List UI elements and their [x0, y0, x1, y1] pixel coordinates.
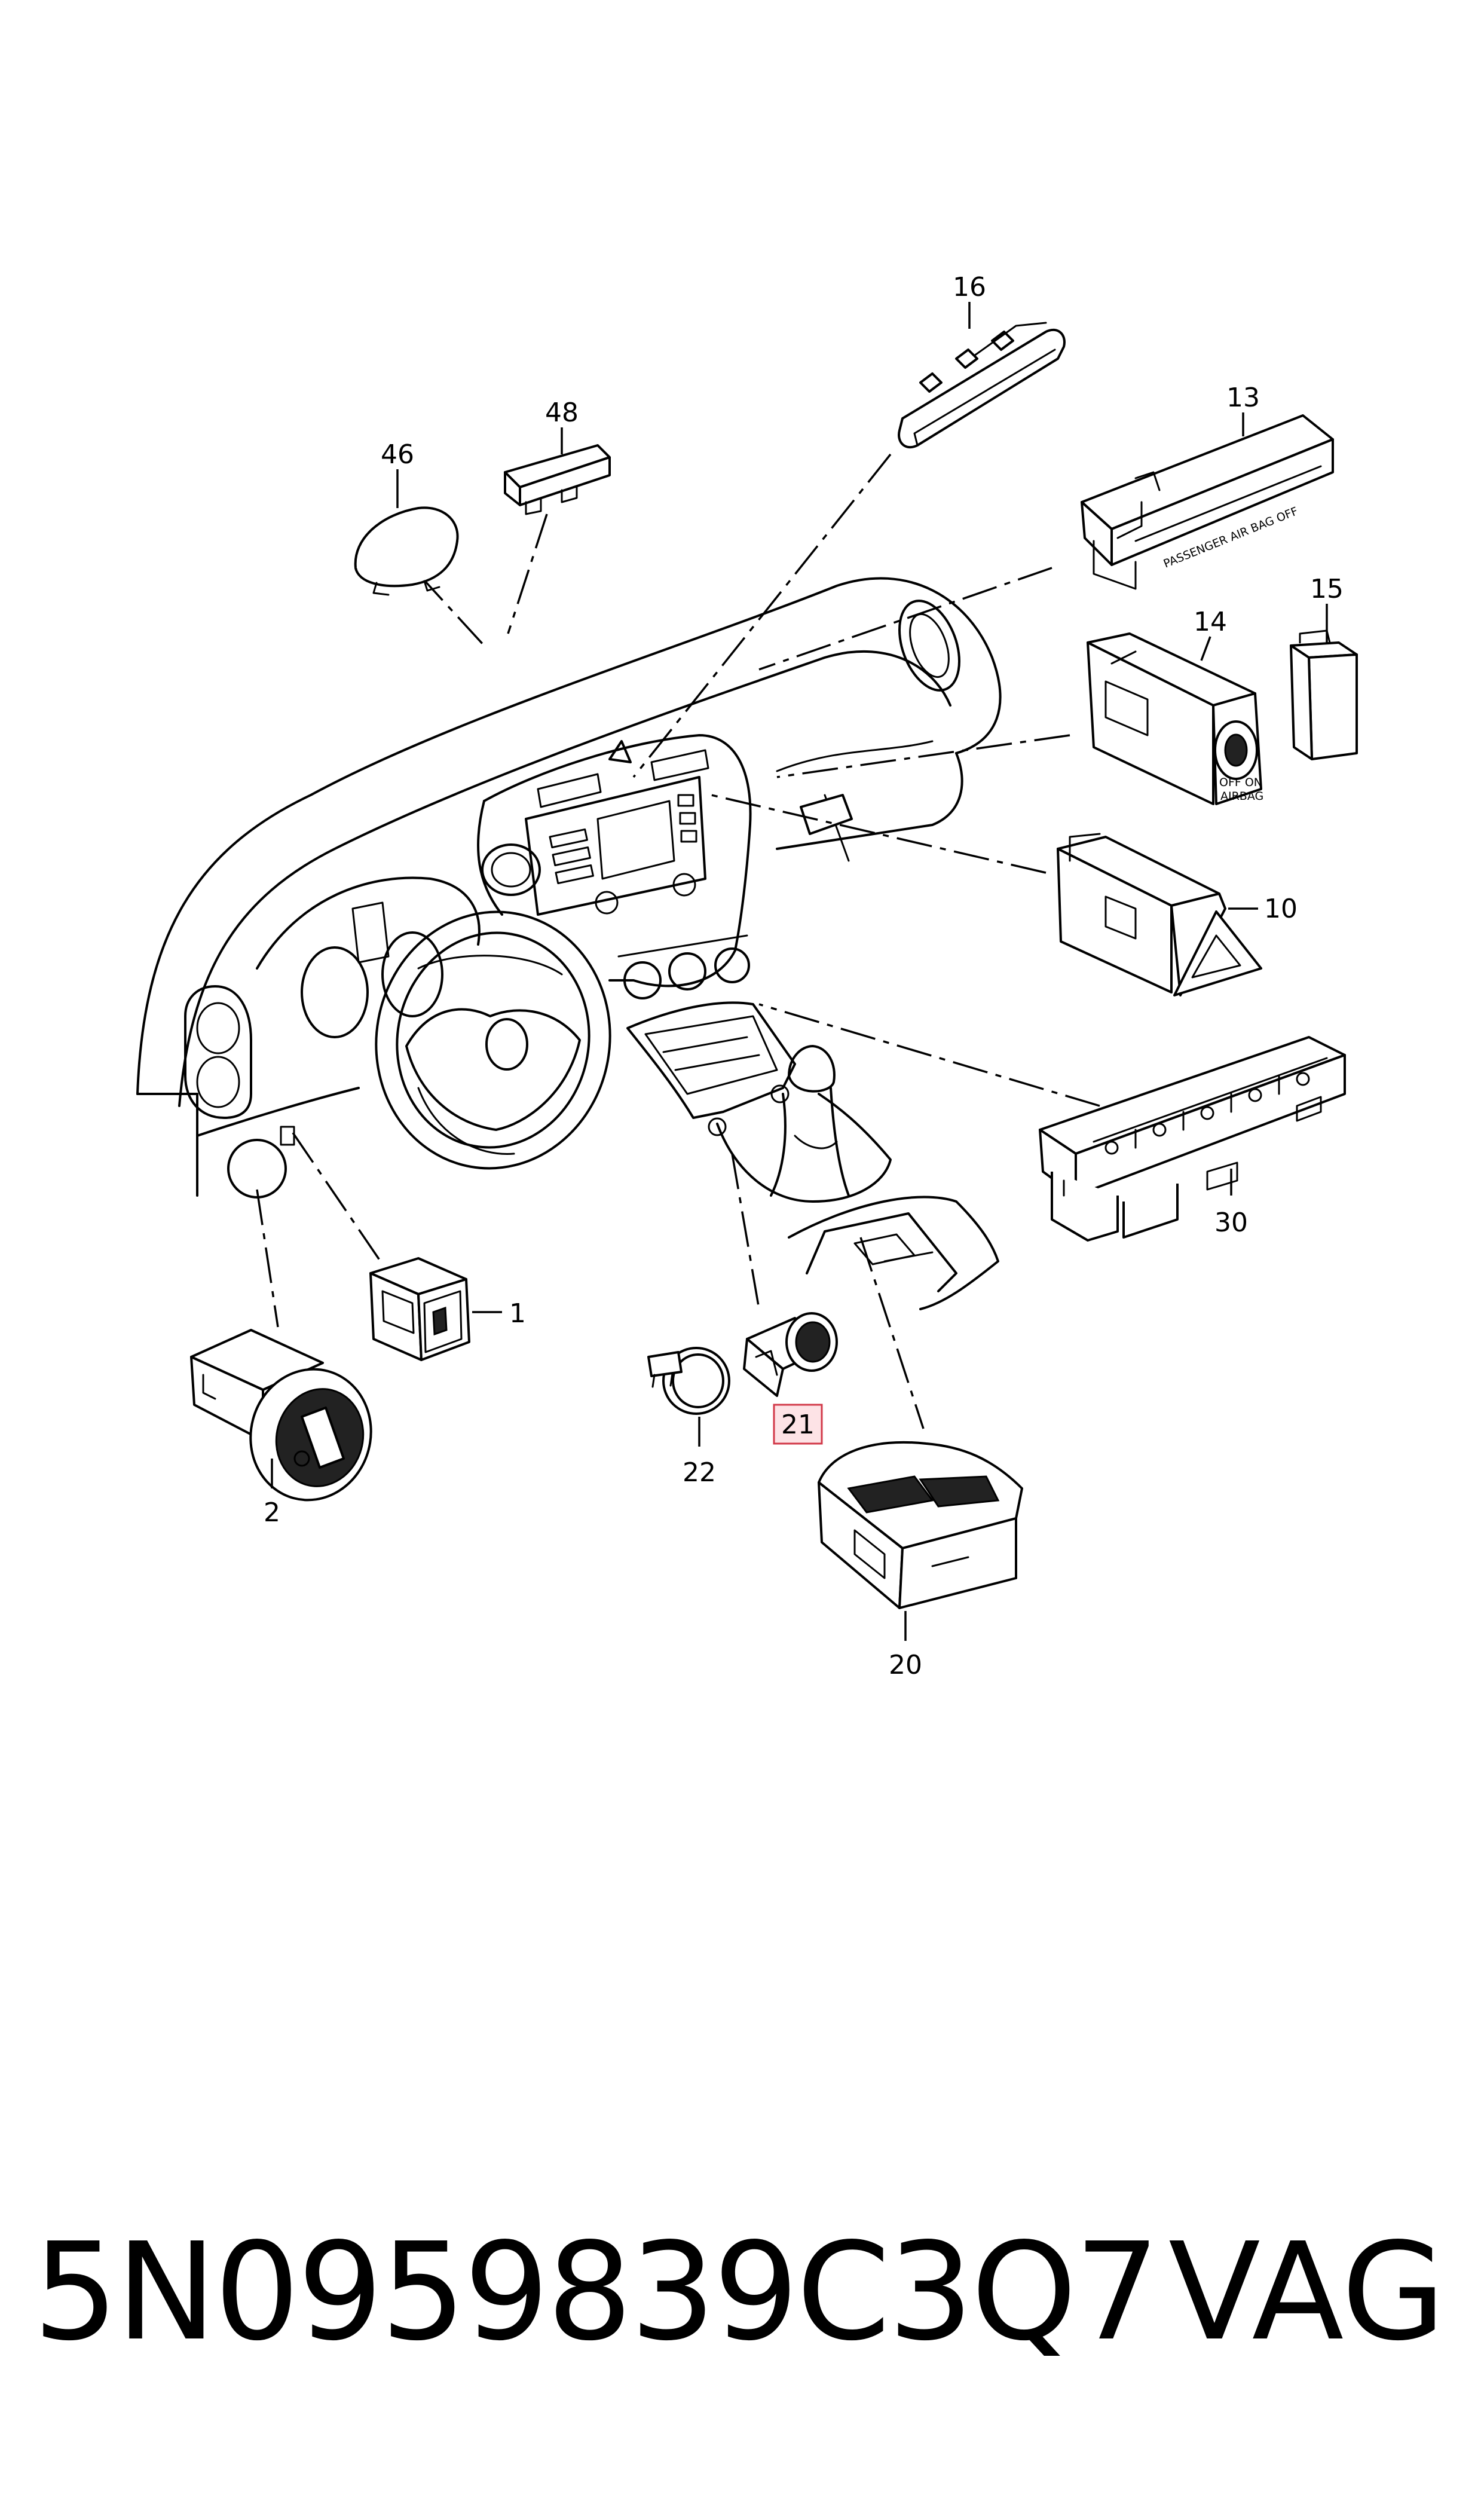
callout-22: 22 [683, 1457, 716, 1488]
callout-labels: 16 13 48 46 14 15 10 30 1 2 22 21 20 [264, 272, 1344, 1680]
leader-lines [256, 453, 1100, 1429]
part-30-switch-panel [1039, 1036, 1346, 1242]
part-15-blank-cover [1290, 629, 1358, 760]
callout-15: 15 [1310, 574, 1344, 604]
callout-1: 1 [509, 1298, 526, 1329]
callout-13: 13 [1226, 383, 1260, 413]
part-48-switch [504, 444, 611, 515]
part-16-switch [898, 322, 1066, 449]
callout-2: 2 [264, 1497, 280, 1528]
part-22-ring [647, 1347, 730, 1447]
callout-20: 20 [889, 1650, 922, 1680]
off-on-text: OFF ON [1219, 776, 1262, 789]
callout-46: 46 [381, 439, 414, 470]
callout-48: 48 [545, 398, 579, 428]
callout-10: 10 [1264, 894, 1298, 924]
callout-30: 30 [1214, 1207, 1248, 1238]
highlight-box-21 [773, 1404, 823, 1445]
part-46-button [354, 506, 459, 596]
part-number-label: 5N0959839C3Q7 [33, 2214, 1160, 2371]
part-13-airbag-indicator: PASSENGER AIR BAG OFF [1081, 414, 1334, 590]
part-10-hazard-switch [1057, 833, 1262, 996]
part-2-headlight-switch [190, 1329, 372, 1502]
part-14-airbag-key-switch: OFF ON AIRBAG [1087, 632, 1263, 805]
callout-16: 16 [953, 272, 986, 302]
part-21-start-button [743, 1312, 838, 1445]
dashboard-illustration [136, 577, 1002, 1310]
part-1-light-switch [369, 1257, 502, 1361]
callout-21: 21 [781, 1410, 815, 1440]
callout-14: 14 [1194, 607, 1227, 637]
part-20-window-switch [818, 1441, 1023, 1641]
airbag-text: AIRBAG [1220, 790, 1263, 803]
brand-label: VAG [1168, 2214, 1446, 2371]
